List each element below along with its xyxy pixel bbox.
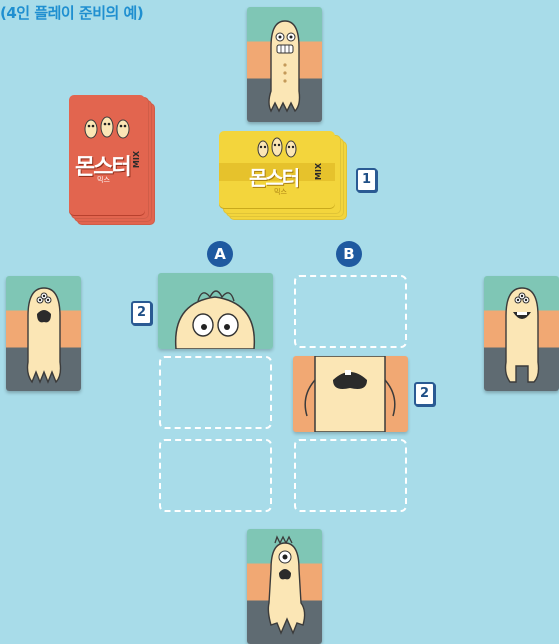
red-deck[interactable]: 몬스터 MIX 믹스 (69, 95, 155, 226)
column-b-card-2[interactable] (293, 356, 408, 432)
monster-trio-icon (84, 116, 130, 139)
monster-drawing (268, 20, 301, 113)
deck-mix-label: MIX (314, 163, 323, 181)
column-a-slot-2[interactable] (159, 356, 272, 429)
monster-drawing (267, 535, 306, 635)
column-a-badge: A (207, 241, 233, 267)
page-title: (4인 플레이 준비의 예) (0, 4, 144, 22)
top-player-card[interactable] (247, 7, 322, 122)
column-a-slot-3[interactable] (159, 439, 272, 512)
column-b-slot-3[interactable] (294, 439, 407, 512)
column-b-slot-1[interactable] (294, 275, 407, 348)
deck-logo: 몬스터 (75, 155, 132, 180)
bottom-player-card[interactable] (247, 529, 322, 644)
deck-sub-label: 믹스 (97, 176, 110, 184)
yellow-deck[interactable]: 몬스터 MIX 믹스 (219, 131, 354, 226)
monster-drawing (504, 287, 540, 383)
monster-body-drawing (304, 356, 396, 432)
deck-sub-label: 믹스 (274, 188, 287, 196)
monster-face-drawing (174, 290, 256, 349)
column-b-badge: B (336, 241, 362, 267)
column-a-card-1[interactable] (158, 273, 273, 349)
deck-logo: 몬스터 (249, 166, 300, 190)
left-player-card[interactable] (6, 276, 81, 391)
monster-drawing (26, 287, 62, 384)
right-player-card[interactable] (484, 276, 559, 391)
card-tag-b: 2 (414, 382, 435, 406)
deck-mix-label: MIX (132, 151, 141, 169)
monster-trio-icon (219, 137, 335, 181)
deck-count-tag: 1 (356, 168, 377, 192)
card-tag-a: 2 (131, 301, 152, 325)
